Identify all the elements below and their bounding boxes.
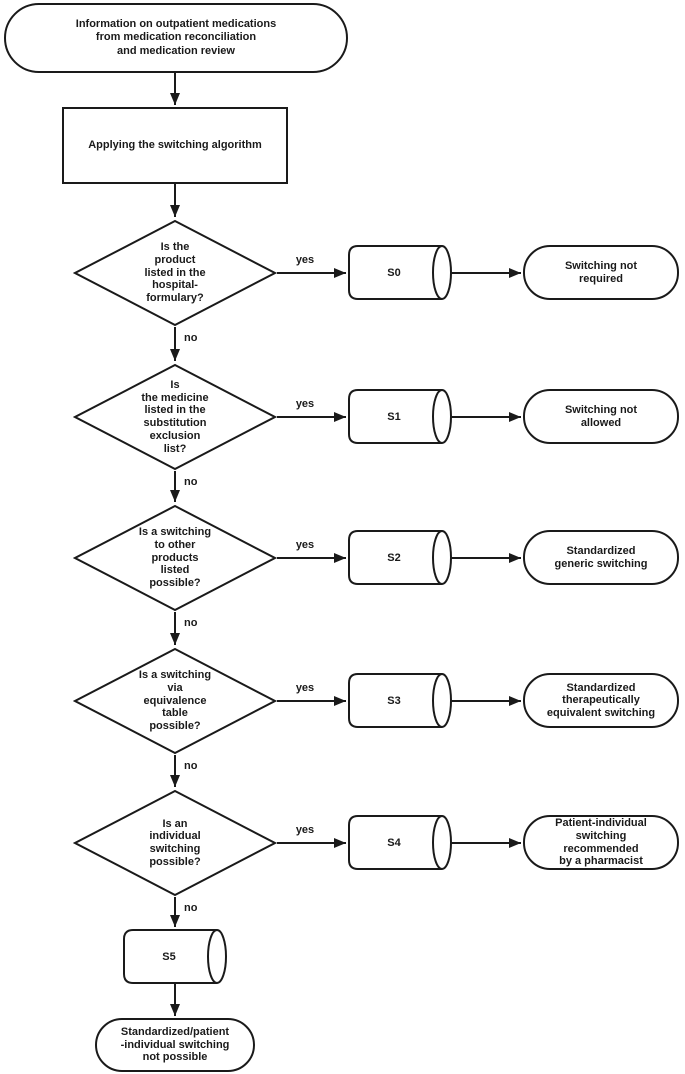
process-node: Applying the switching algorithm <box>62 107 288 184</box>
edge-label-yes-5: yes <box>295 824 315 836</box>
decision-node-2: Is the medicine listed in the substituti… <box>73 363 277 471</box>
edge-label-yes-1: yes <box>295 254 315 266</box>
step-cylinder-s3: S3 <box>348 673 452 728</box>
step-cylinder-s1: S1 <box>348 389 452 444</box>
step-label-s3: S3 <box>387 694 401 707</box>
outcome-node-3: Standardized generic switching <box>523 530 679 585</box>
step-label-s5: S5 <box>162 950 176 963</box>
edge-label-no-4: no <box>184 760 198 772</box>
edge-label-no-1: no <box>184 332 198 344</box>
step-cylinder-s4: S4 <box>348 815 452 870</box>
edge-label-no-5: no <box>184 902 198 914</box>
step-label-s0: S0 <box>387 266 401 279</box>
outcome-node-4: Standardized therapeutically equivalent … <box>523 673 679 728</box>
decision-node-3: Is a switching to other products listed … <box>73 504 277 612</box>
decision-text-3: Is a switching to other products listed … <box>138 526 212 590</box>
decision-text-2: Is the medicine listed in the substituti… <box>141 378 209 455</box>
step-cylinder-s5: S5 <box>123 929 227 984</box>
outcome-node-2: Switching not allowed <box>523 389 679 444</box>
edge-label-no-2: no <box>184 476 198 488</box>
step-label-s1: S1 <box>387 410 401 423</box>
decision-text-4: Is a switching via equivalence table pos… <box>138 669 212 733</box>
start-node: Information on outpatient medications fr… <box>4 3 348 73</box>
step-label-s4: S4 <box>387 836 401 849</box>
decision-node-5: Is an individual switching possible? <box>73 789 277 897</box>
edge-label-yes-4: yes <box>295 682 315 694</box>
outcome-node-5: Patient-individual switching recommended… <box>523 815 679 870</box>
edge-label-yes-2: yes <box>295 398 315 410</box>
decision-text-1: Is the product listed in the hospital- f… <box>144 241 206 305</box>
step-cylinder-s0: S0 <box>348 245 452 300</box>
edge-label-no-3: no <box>184 617 198 629</box>
outcome-node-1: Switching not required <box>523 245 679 300</box>
step-cylinder-s2: S2 <box>348 530 452 585</box>
edge-label-yes-3: yes <box>295 539 315 551</box>
step-label-s2: S2 <box>387 551 401 564</box>
decision-text-5: Is an individual switching possible? <box>149 817 201 868</box>
decision-node-4: Is a switching via equivalence table pos… <box>73 647 277 755</box>
decision-node-1: Is the product listed in the hospital- f… <box>73 219 277 327</box>
final-outcome-node: Standardized/patient -individual switchi… <box>95 1018 255 1072</box>
